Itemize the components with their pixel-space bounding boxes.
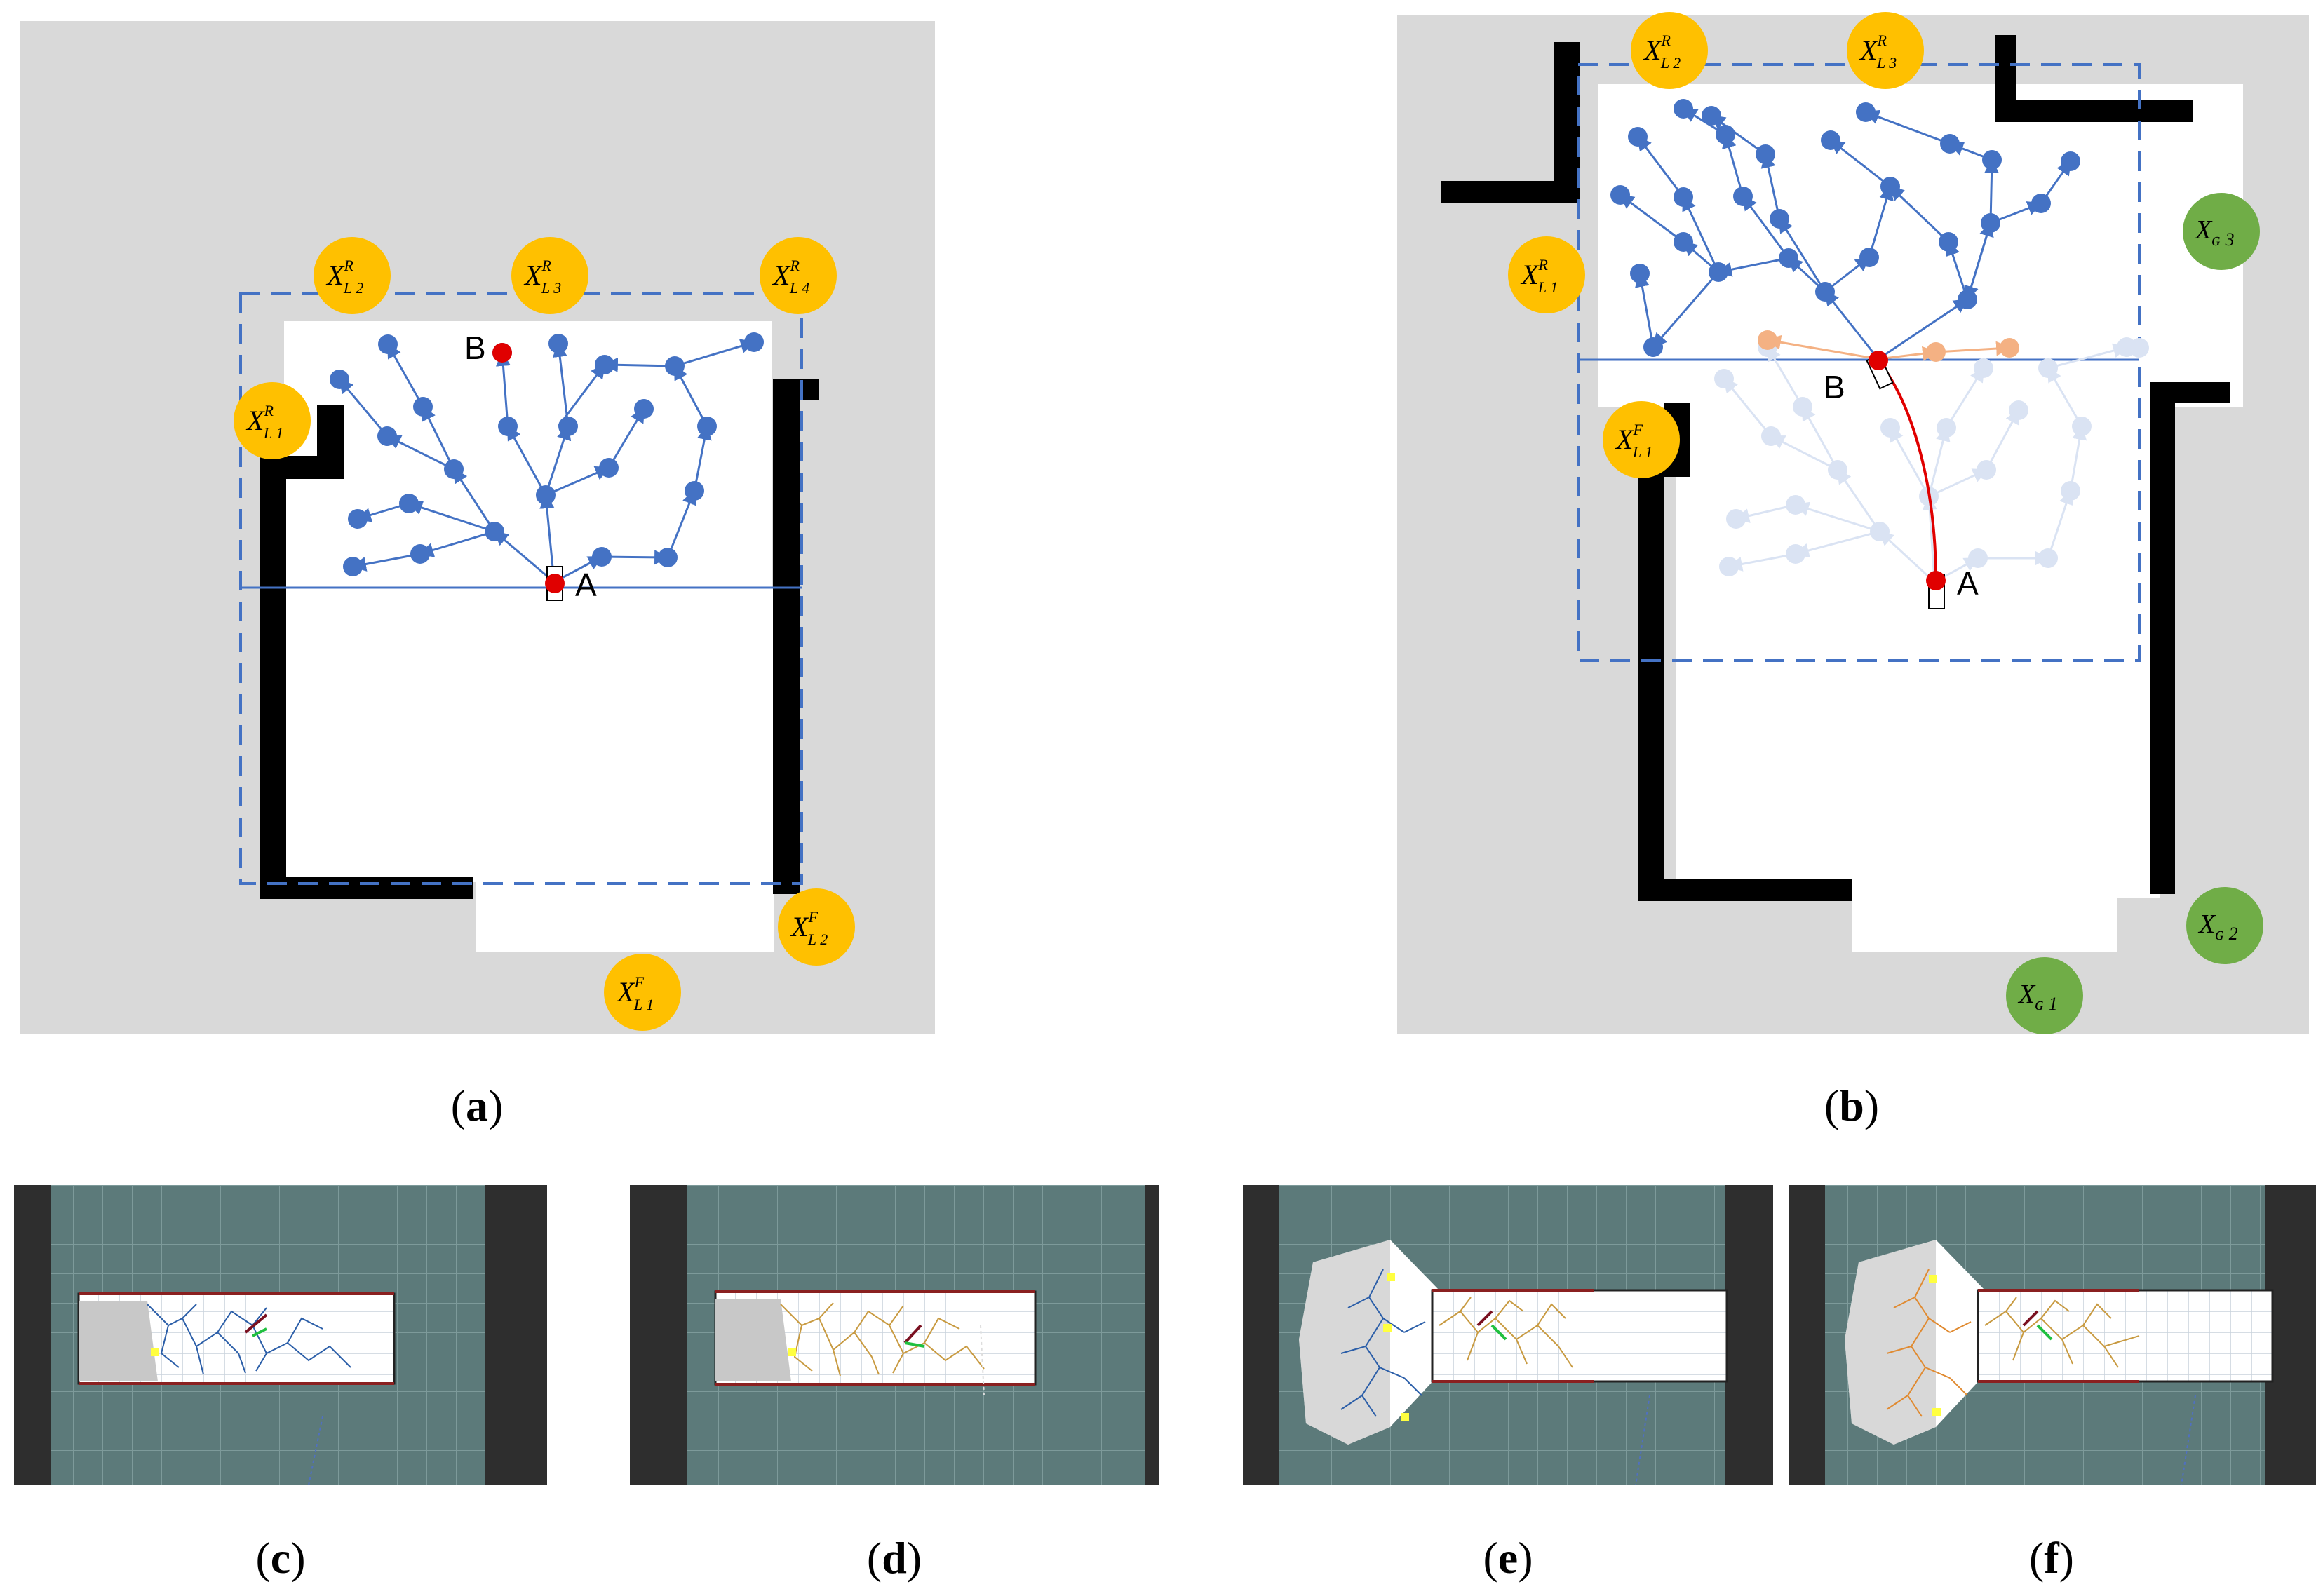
walls [1441,35,2230,901]
svg-text:XRL 2: XRL 2 [1643,32,1681,72]
point-b-label: B [1824,369,1845,405]
point-b-marker [1868,351,1888,370]
svg-text:XFL 1: XFL 1 [1615,421,1652,461]
frontier-nodes [1758,330,2149,362]
caption-e: (e) [1483,1533,1533,1583]
panel-d-sim [630,1185,1159,1485]
scanned-area-upper [284,321,772,588]
scanned-area-exit [476,882,774,952]
scanned-area-lower [277,588,782,882]
point-a-label: A [1957,565,1979,602]
point-a-marker [1926,571,1946,590]
svg-text:XRL 2: XRL 2 [325,257,363,297]
caption-c: (c) [255,1533,306,1583]
svg-text:XFL 2: XFL 2 [790,908,828,948]
svg-text:XRL 1: XRL 1 [245,402,283,442]
scanned-area-lower [1676,407,2111,898]
caption-f: (f) [2029,1533,2074,1583]
point-b-label: B [464,330,486,366]
caption-a: (a) [450,1081,504,1130]
panel-e-sim [1243,1185,1773,1485]
panel-d [630,1185,1159,1485]
label-xg1: Xɢ 1 [2006,957,2083,1034]
panel-c-sim [14,1185,547,1485]
svg-text:XRL 3: XRL 3 [523,257,561,297]
caption-b: (b) [1824,1081,1880,1130]
scanned-area-exit [1852,896,2117,952]
exploration-tree-edges [1619,107,2072,360]
panel-c [14,1185,547,1485]
svg-text:XRL 3: XRL 3 [1859,32,1897,72]
svg-text:Xɢ 3: Xɢ 3 [2194,215,2235,250]
caption-d: (d) [866,1533,922,1583]
svg-text:XRL 4: XRL 4 [772,257,809,297]
walls [260,379,819,899]
panel-b-map: A B XRL 2 XRL 3 XRL 1 XFL 1 Xɢ 3 Xɢ 2 Xɢ… [1397,12,2309,1034]
svg-text:XRL 1: XRL 1 [1520,256,1558,296]
svg-text:XFL 1: XFL 1 [616,973,654,1013]
exploration-tree-nodes [1610,99,2080,357]
panel-f-sim [1789,1185,2316,1485]
svg-text:Xɢ 2: Xɢ 2 [2197,909,2238,944]
panel-e [1243,1185,1773,1485]
point-a-marker [545,574,565,593]
panel-f [1789,1185,2316,1485]
exploration-tree-edges [338,339,756,583]
point-a-label: A [575,567,597,603]
point-b-marker [492,343,512,363]
label-xg2: Xɢ 2 [2186,887,2263,964]
previous-tree-edges [1723,343,2129,583]
svg-text:Xɢ 1: Xɢ 1 [2017,980,2058,1014]
label-xg3: Xɢ 3 [2183,193,2260,270]
